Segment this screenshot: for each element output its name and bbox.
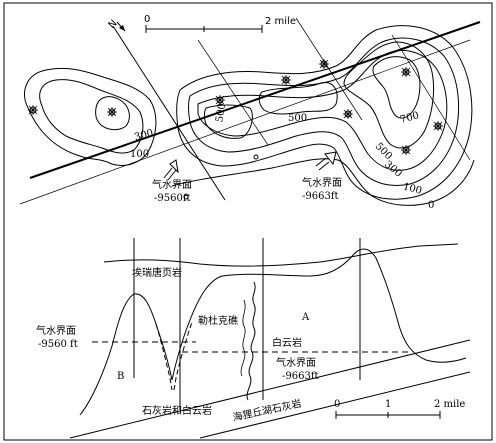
dry-hole-icon <box>183 194 189 200</box>
gwc-arrow-left <box>163 159 179 181</box>
basin-limestone-label: 海狸丘湖石灰岩 <box>231 396 302 423</box>
right-closure-contours <box>171 25 475 206</box>
gas-well-icon <box>215 95 225 105</box>
gas-well-icon <box>433 121 443 131</box>
map-gwc-right-line2: -9663ft <box>302 191 339 202</box>
map-scale-bar: 0 2 mile <box>144 14 296 33</box>
section-scale-zero: 0 <box>334 399 340 410</box>
map-grid-lines <box>19 17 481 205</box>
dry-hole-icon <box>253 154 259 160</box>
gas-well-icon <box>319 59 329 69</box>
gas-well-icon <box>28 105 38 115</box>
map-gwc-left-line2: -9560ft <box>154 193 191 204</box>
gas-well-icon <box>401 67 411 77</box>
contour-300: 300 <box>133 128 154 144</box>
contour-300-right: 300 <box>382 159 404 180</box>
reef-boundary-squiggle-2 <box>240 299 246 377</box>
limestone-dashed-trough <box>155 321 193 391</box>
label-a: A <box>301 312 310 323</box>
gas-well-icon <box>281 75 291 85</box>
gas-well-icons <box>28 59 443 200</box>
contour-700: 700 <box>399 110 420 126</box>
reef-boundary-squiggle <box>246 281 256 401</box>
north-arrow: N <box>107 18 126 32</box>
gas-well-icon <box>343 109 353 119</box>
gwc-arrow-right <box>315 151 337 171</box>
section-gwc-right-line1: 气水界面 <box>276 356 316 369</box>
shale-label: 埃瑞唐页岩 <box>132 266 182 279</box>
map-gwc-left-line1: 气水界面 <box>152 178 192 191</box>
basin-limestone-line-lower <box>199 371 471 439</box>
section-gwc-left-line1: 气水界面 <box>36 324 76 337</box>
contour-500-left: 500 <box>214 102 228 123</box>
outer-frame <box>3 2 493 441</box>
section-scale-mid: 1 <box>385 399 391 410</box>
contour-100-right: 100 <box>402 181 423 197</box>
gas-well-icon <box>107 107 117 117</box>
dolomite-label: 白云岩 <box>272 336 302 349</box>
map-gwc-right-line1: 气水界面 <box>302 176 342 189</box>
contour-500-mid: 500 <box>288 113 307 124</box>
map-scale-end: 2 mile <box>265 16 296 27</box>
label-b: B <box>117 371 124 382</box>
section-gwc-left-line2: -9560 ft <box>38 339 78 350</box>
contour-0: 0 <box>428 200 434 211</box>
map-panel: N 0 2 mile 300 100 <box>19 14 481 211</box>
cross-section-panel: 埃瑞唐页岩 勒杜克礁 A B 白云岩 石灰岩和白云岩 海狸丘湖石灰岩 气水界面 … <box>36 238 471 439</box>
north-label: N <box>107 18 120 31</box>
limestone-dolomite-label: 石灰岩和白云岩 <box>142 404 212 417</box>
shale-top-line <box>103 243 459 267</box>
basin-limestone-line <box>69 339 471 439</box>
contour-100: 100 <box>130 149 149 160</box>
left-closure-contours <box>24 67 157 166</box>
section-scale-end: 2 mile <box>434 399 465 410</box>
section-gwc-right-line2: -9663ft <box>282 371 319 382</box>
reef-label: 勒杜克礁 <box>198 314 238 327</box>
section-scale-bar: 0 1 2 mile <box>334 399 465 419</box>
map-scale-zero: 0 <box>144 14 150 25</box>
gas-well-icon <box>401 145 411 155</box>
reef-outline <box>79 248 467 416</box>
